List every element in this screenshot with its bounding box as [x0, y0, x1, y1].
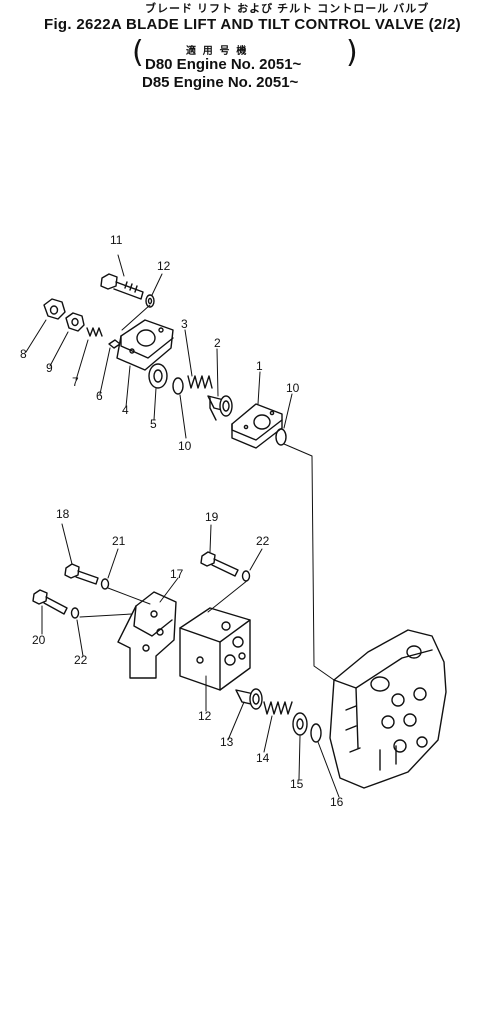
callout-14: 13	[220, 735, 234, 749]
washer-22a	[100, 578, 110, 590]
o-ring-17	[310, 723, 322, 743]
bolt-21	[32, 589, 68, 615]
callout-3: 3	[181, 317, 188, 331]
callout-22-bottom: 22	[74, 653, 88, 667]
callout-6: 6	[96, 389, 103, 403]
callout-8: 8	[20, 347, 27, 361]
engine-line-d85: D85 Engine No. 2051~	[142, 74, 299, 91]
callout-13: 12	[198, 709, 212, 723]
nut-8	[43, 298, 66, 320]
control-valve-housing	[329, 629, 447, 789]
callout-22-left: 21	[112, 534, 126, 548]
callout-22-right: 22	[256, 534, 270, 548]
bracket-18	[117, 591, 177, 679]
callout-12: 12	[157, 259, 171, 273]
bolt-20	[200, 551, 239, 577]
callout-5: 5	[150, 417, 157, 431]
washer-22b	[241, 570, 251, 582]
applicability-label: 適 用 号 機	[186, 46, 249, 57]
engine-line-d80: D80 Engine No. 2051~	[145, 56, 302, 73]
right-bracket: )	[346, 35, 358, 70]
callout-19: 18	[56, 507, 70, 521]
japanese-title: ブレード リフト および チルト コントロール バルブ	[145, 3, 430, 15]
callout-15: 14	[256, 751, 270, 765]
spring-7	[86, 327, 103, 337]
plug-5	[148, 363, 168, 389]
callout-10-left: 10	[178, 439, 192, 453]
plug-16	[292, 712, 308, 736]
callout-7: 7	[72, 375, 79, 389]
spring-15	[263, 701, 293, 715]
callout-4: 4	[122, 403, 129, 417]
sleeve-2	[207, 395, 233, 421]
callout-labels: 11 12 3 2 1 10 8 9 7 6 4 5 10 18 19 21 2…	[20, 233, 344, 809]
callout-21: 20	[32, 633, 46, 647]
callout-17: 16	[330, 795, 344, 809]
callout-20: 19	[205, 510, 219, 524]
spool-14	[235, 688, 263, 710]
callout-2: 2	[214, 336, 221, 350]
callout-11: 11	[110, 233, 123, 247]
callout-9: 9	[46, 361, 53, 375]
leader-lines	[25, 254, 340, 798]
callout-10-right: 10	[286, 381, 300, 395]
o-ring-10b	[275, 428, 287, 446]
callout-16: 15	[290, 777, 304, 791]
figure-title: Fig. 2622A BLADE LIFT AND TILT CONTROL V…	[44, 16, 461, 33]
callout-18: 17	[170, 567, 184, 581]
left-bracket: (	[132, 35, 144, 70]
nut-9	[65, 312, 85, 332]
washer-12	[145, 294, 155, 308]
cover-4	[116, 319, 174, 371]
valve-body-13	[179, 607, 251, 691]
o-ring-10a	[172, 377, 184, 395]
callout-1: 1	[256, 359, 263, 373]
washer-22c	[70, 607, 80, 619]
flange-1	[231, 403, 283, 449]
spring-3	[187, 375, 213, 389]
bolt-19	[64, 563, 99, 585]
bolt-11	[100, 273, 144, 300]
